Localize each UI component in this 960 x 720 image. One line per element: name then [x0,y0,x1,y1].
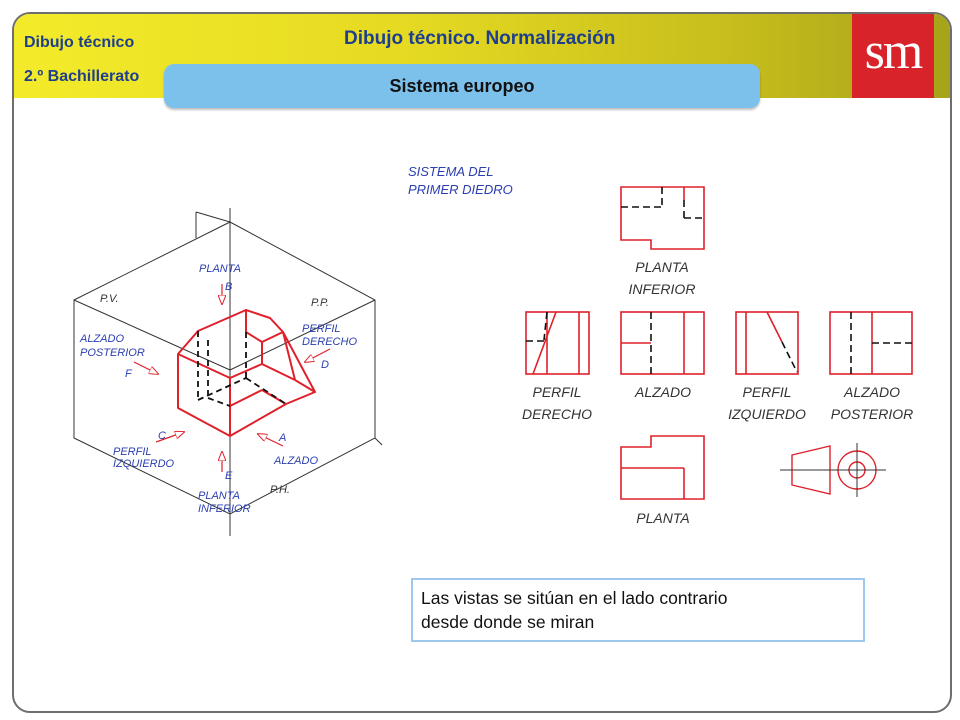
view-e-label-1: PLANTA [198,490,240,502]
explanation-note: Las vistas se sitúan en el lado contrari… [411,578,865,642]
view-b-label: PLANTA [199,263,241,275]
view-f-letter: F [125,368,133,380]
view-a-label: ALZADO [273,455,318,467]
view-c-label-2: IZQUIERDO [113,458,175,470]
view-e-label-2: INFERIOR [198,503,251,515]
view-perfil-derecho-hidden [526,311,548,342]
view-a-letter: A [278,432,286,444]
plane-vertical-label: P.V. [100,293,119,305]
page-title: Dibujo técnico. Normalización [344,28,616,49]
grade-label: 2.º Bachillerato [24,68,140,85]
plane-edge [229,299,376,371]
label-perfil-izquierdo-1: PERFIL [742,384,791,400]
sm-logo: sm [852,14,934,98]
view-arrows [133,284,331,472]
label-alzado: ALZADO [634,384,691,400]
plane-edge [374,437,383,446]
system-title-line2: PRIMER DIEDRO [408,182,513,197]
view-perfil-izquierdo-hidden [781,341,798,373]
view-alzado-posterior-hidden [850,312,912,374]
view-planta-inferior [620,186,705,250]
view-planta-inferior-hidden [621,187,704,219]
note-line-2: desde donde se miran [421,612,595,632]
view-planta [620,435,705,500]
subtitle-bar: Sistema europeo [164,64,760,108]
label-alzado-posterior-2: POSTERIOR [831,406,913,422]
label-perfil-derecho-2: DERECHO [522,406,592,422]
label-planta: PLANTA [636,510,689,526]
label-planta-inferior-2: INFERIOR [629,281,696,297]
label-alzado-posterior-1: ALZADO [843,384,900,400]
label-perfil-izquierdo-2: IZQUIERDO [728,406,806,422]
symbol-axis [780,443,886,497]
plane-profile-label: P.P. [311,297,329,309]
plane-horizontal-label: P.H. [270,484,290,496]
view-d-label-1: PERFIL [302,323,341,335]
hidden-edges [197,331,287,407]
arrow-f [133,361,158,374]
view-b-letter: B [225,281,232,293]
view-e-letter: E [225,470,233,482]
view-perfil-derecho [525,311,590,375]
view-c-label-1: PERFIL [113,446,152,458]
arrow-d [305,348,331,362]
plane-edge [73,299,231,371]
view-d-label-2: DERECHO [302,336,357,348]
subject-label: Dibujo técnico [24,34,135,51]
page-subtitle: Sistema europeo [389,76,535,96]
view-perfil-izquierdo [735,311,799,375]
arrow-a [258,434,284,447]
view-f-label-1: ALZADO [79,333,124,345]
label-planta-inferior-1: PLANTA [635,259,688,275]
view-c-letter: C [158,430,166,442]
isometric-scene [73,208,383,536]
view-d-letter: D [321,359,329,371]
view-alzado [620,311,705,375]
label-perfil-derecho-1: PERFIL [532,384,581,400]
view-f-label-2: POSTERIOR [80,347,145,359]
plane-edge [195,211,231,223]
system-title-line1: SISTEMA DEL [408,164,493,179]
arrow-c [155,432,184,443]
note-line-1: Las vistas se sitúan en el lado contrari… [421,588,728,608]
